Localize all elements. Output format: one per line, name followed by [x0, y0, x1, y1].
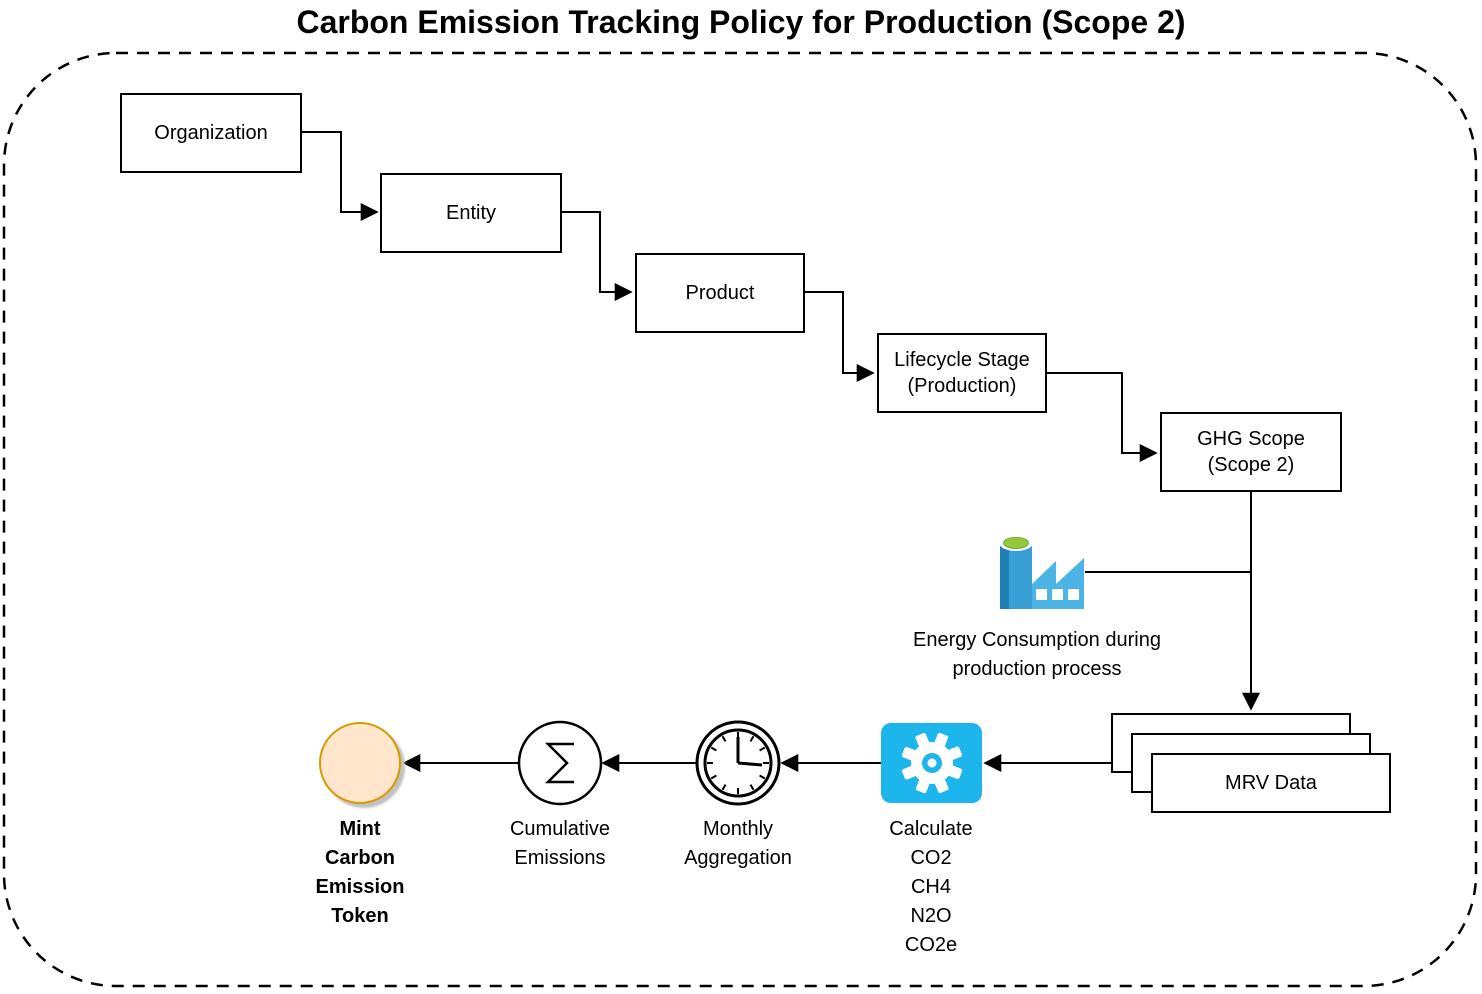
- mrv-sheet-front: MRV Data: [1151, 753, 1391, 813]
- node-ghg-scope: GHG Scope (Scope 2): [1160, 412, 1342, 492]
- monthly-aggregation-caption: Monthly Aggregation: [684, 818, 792, 869]
- energy-consumption-caption: Energy Consumption during production pro…: [913, 629, 1161, 680]
- mint-token-caption: Mint Carbon Emission Token: [315, 818, 405, 927]
- node-label: Product: [685, 282, 755, 304]
- connector-lifecycle-ghg: [1047, 372, 1158, 462]
- node-label: Lifecycle Stage (Production): [894, 349, 1030, 397]
- factory-icon: [999, 535, 1084, 609]
- connector-organization-entity: [302, 131, 379, 221]
- calculate-caption: Calculate CO2 CH4 N2O CO2e: [889, 818, 973, 956]
- mrv-label: MRV Data: [1225, 771, 1317, 794]
- node-organization: Organization: [120, 93, 302, 173]
- gear-icon: [901, 732, 962, 794]
- coin-icon: [319, 722, 401, 804]
- node-product: Product: [635, 253, 805, 333]
- connector-entity-product: [562, 211, 633, 301]
- connector-product-lifecycle: [805, 291, 875, 382]
- sigma-icon: [517, 720, 603, 806]
- node-entity: Entity: [380, 173, 562, 253]
- node-lifecycle-stage: Lifecycle Stage (Production): [877, 333, 1047, 413]
- node-label: Organization: [154, 122, 268, 144]
- node-label: GHG Scope (Scope 2): [1197, 428, 1305, 476]
- node-label: Entity: [445, 202, 497, 224]
- clock-icon: [695, 720, 781, 806]
- diagram-title: Carbon Emission Tracking Policy for Prod…: [296, 4, 1186, 40]
- cumulative-emissions-caption: Cumulative Emissions: [509, 818, 611, 869]
- calculate-node: [881, 723, 982, 803]
